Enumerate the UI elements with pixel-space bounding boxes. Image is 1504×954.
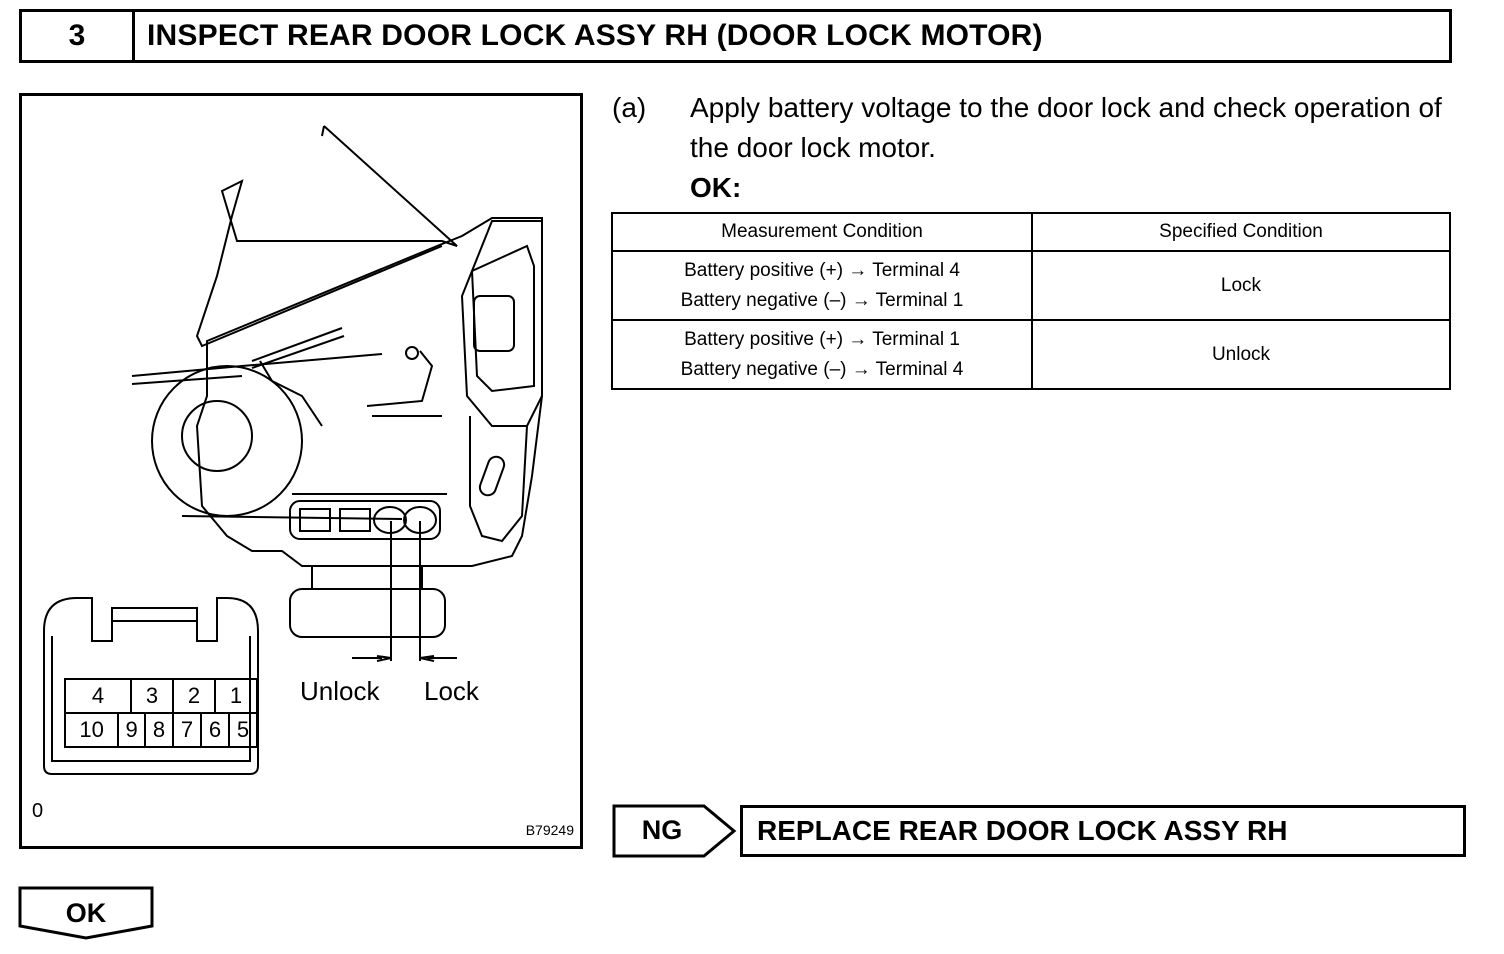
result-cell: Unlock: [1031, 319, 1451, 390]
ng-arrow-shape: [612, 804, 737, 858]
door-lock-figure: Unlock Lock 4 3 2 1 10 9 8 7 6 5 0 B7924…: [19, 93, 583, 849]
step-header: 3 INSPECT REAR DOOR LOCK ASSY RH (DOOR L…: [19, 9, 1452, 63]
result-cell: Lock: [1031, 250, 1451, 321]
instruction-marker: (a): [612, 92, 647, 123]
measurement-line: Battery positive (+) → Terminal 1: [684, 328, 960, 350]
table-row: Battery positive (+) → Terminal 1 Batter…: [611, 319, 1451, 390]
terminal-9: 9: [117, 712, 146, 748]
measurement-cell: Battery positive (+) → Terminal 4 Batter…: [611, 250, 1033, 321]
table-row: Battery positive (+) → Terminal 4 Batter…: [611, 250, 1451, 321]
ok-heading: OK:: [690, 172, 742, 203]
ng-label: NG: [641, 814, 683, 845]
terminal-2: 2: [172, 678, 216, 714]
step-title: INSPECT REAR DOOR LOCK ASSY RH (DOOR LOC…: [147, 19, 1043, 52]
measurement-line: Battery negative (–) → Terminal 4: [680, 358, 964, 380]
terminal-5: 5: [228, 712, 258, 748]
terminal-4: 4: [64, 678, 132, 714]
lock-label: Lock: [424, 676, 479, 706]
terminal-3: 3: [130, 678, 174, 714]
terminal-6: 6: [200, 712, 230, 748]
ng-action-box: REPLACE REAR DOOR LOCK ASSY RH: [740, 805, 1466, 857]
measurement-cell: Battery positive (+) → Terminal 1 Batter…: [611, 319, 1033, 390]
figure-corner-mark: 0: [32, 800, 44, 822]
measurement-line: Battery negative (–) → Terminal 1: [680, 289, 964, 311]
instruction-text: Apply battery voltage to the door lock a…: [690, 92, 1442, 163]
measurement-line: Battery positive (+) → Terminal 4: [684, 259, 960, 281]
ok-arrow-shape: [18, 886, 154, 940]
door-lock-illustration: [43, 125, 543, 775]
connector-bottom-row: 10 9 8 7 6 5: [63, 712, 258, 748]
connector-top-row: 4 3 2 1: [64, 678, 258, 714]
terminal-10: 10: [63, 712, 120, 748]
terminal-8: 8: [144, 712, 174, 748]
figure-code: B79249: [525, 822, 574, 838]
spec-table: Measurement Condition Specified Conditio…: [611, 212, 1451, 390]
connector-terminal-grid: 4 3 2 1 10 9 8 7 6 5: [63, 678, 258, 748]
step-number: 3: [22, 12, 135, 60]
header-specified-condition: Specified Condition: [1031, 212, 1451, 252]
terminal-1: 1: [214, 678, 258, 714]
header-measurement-condition: Measurement Condition: [611, 212, 1033, 252]
terminal-7: 7: [172, 712, 202, 748]
spec-table-header-row: Measurement Condition Specified Conditio…: [611, 212, 1451, 252]
unlock-label: Unlock: [300, 676, 380, 706]
ok-button[interactable]: OK: [65, 897, 107, 928]
